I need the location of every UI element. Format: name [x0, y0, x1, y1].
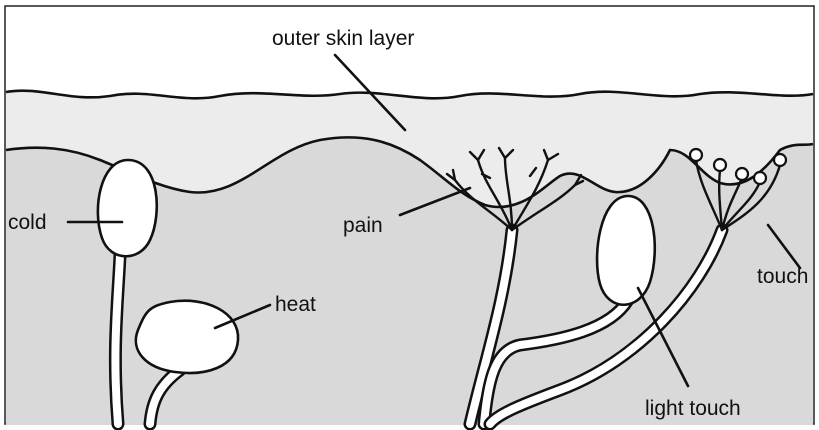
label-cold: cold: [8, 211, 47, 234]
label-light-touch: light touch: [645, 397, 741, 420]
light-touch-receptor-bulb: [597, 196, 655, 305]
label-touch: touch: [757, 265, 808, 288]
heat-receptor-bulb: [136, 301, 238, 373]
label-outer-skin-layer: outer skin layer: [272, 27, 414, 50]
cold-receptor-bulb: [98, 160, 157, 256]
label-heat: heat: [275, 293, 316, 316]
label-pain: pain: [343, 214, 383, 237]
